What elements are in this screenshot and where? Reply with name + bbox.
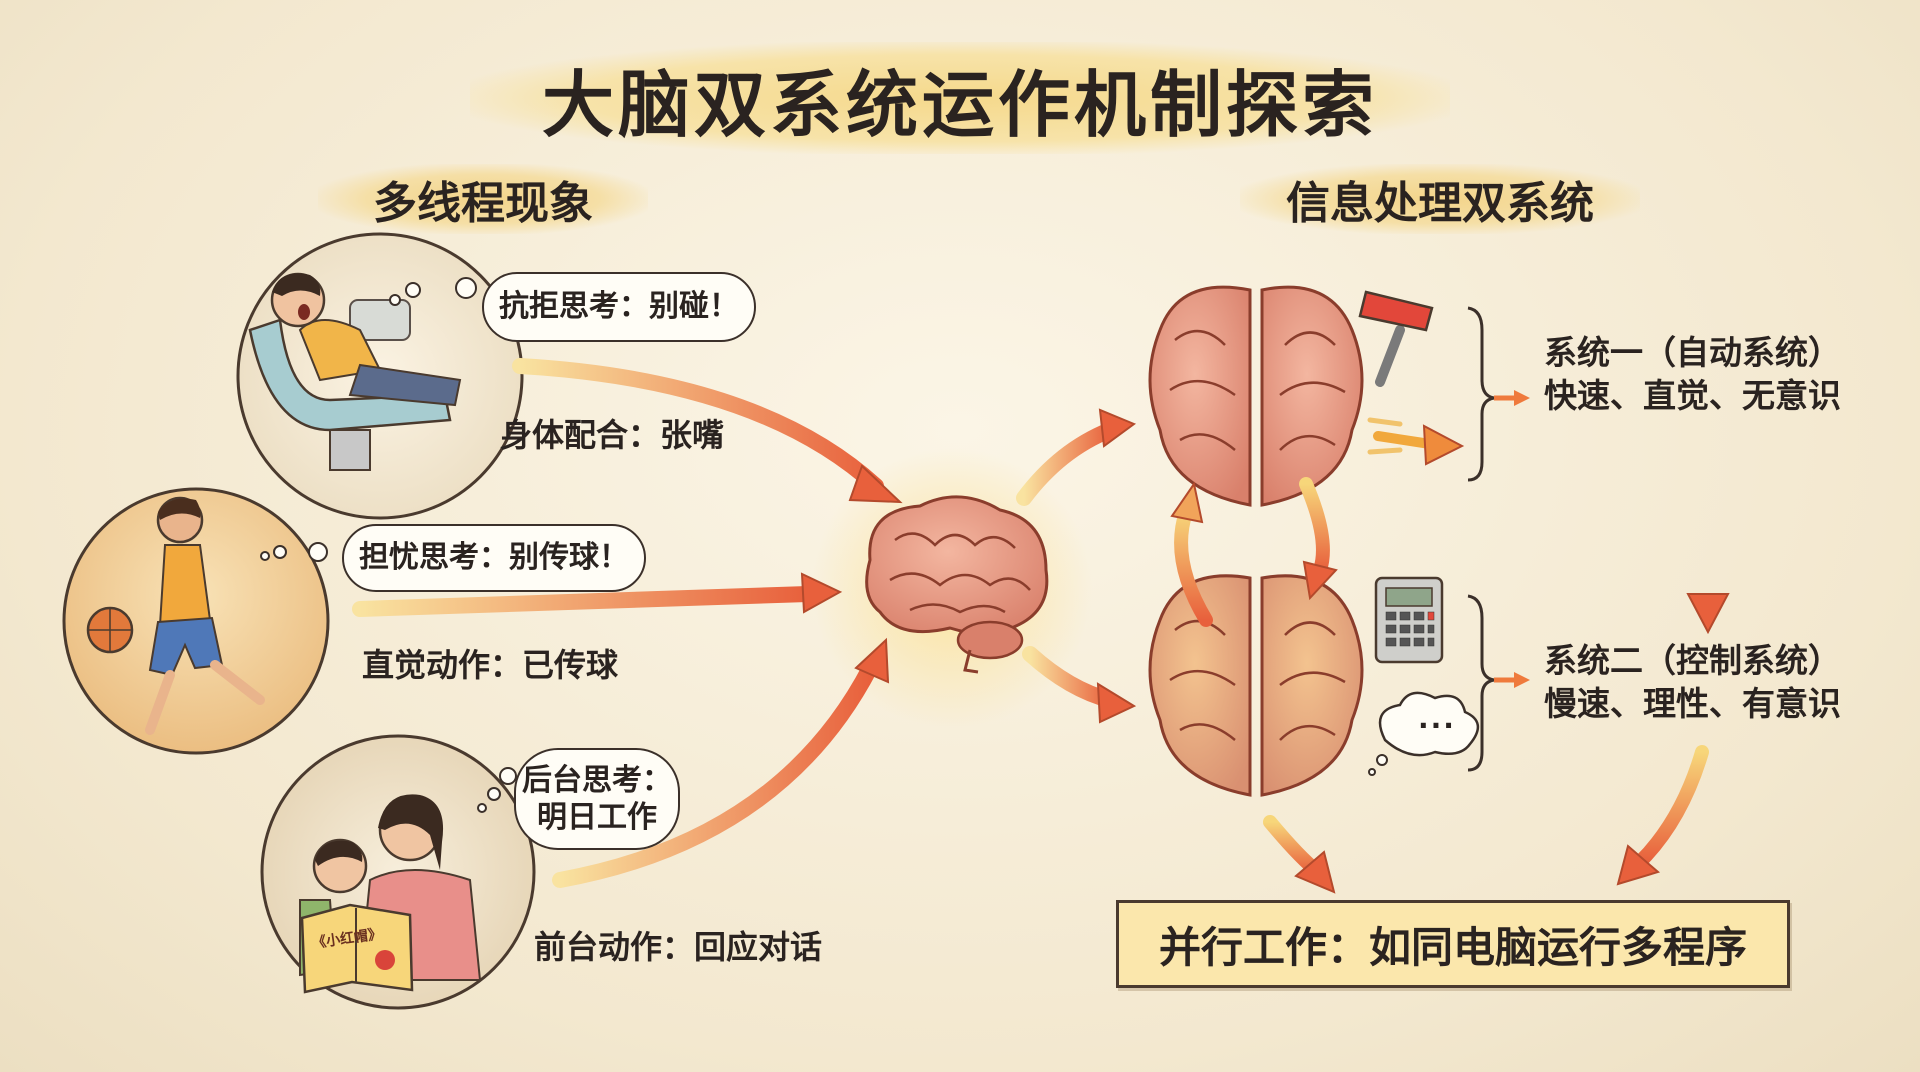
- brace-pointer-arrows: [1494, 390, 1530, 688]
- thought-bubble-dentist: 抗拒思考：别碰！: [482, 272, 756, 342]
- system-two-block: 系统二（控制系统） 慢速、理性、有意识: [1544, 640, 1841, 726]
- dentist-scene-illustration: [236, 232, 524, 520]
- reading-scene-illustration: [260, 734, 536, 1010]
- right-section-heading: 信息处理双系统: [1240, 164, 1640, 234]
- result-box: 并行工作：如同电脑运行多程序: [1116, 900, 1790, 988]
- output-arrows: [1016, 408, 1137, 724]
- calculator-icon: [1374, 576, 1444, 664]
- thought-cloud-text: ...: [1418, 702, 1456, 735]
- central-brain-illustration: [865, 495, 1049, 674]
- action-label-basketball: 直觉动作：已传球: [362, 646, 619, 684]
- system-two-traits: 慢速、理性、有意识: [1544, 683, 1841, 723]
- left-section-heading: 多线程现象: [318, 164, 648, 234]
- system-one-block: 系统一（自动系统） 快速、直觉、无意识: [1544, 332, 1841, 418]
- thought-reading-line2: 明日工作: [537, 800, 657, 835]
- thought-cloud-icon: [1368, 691, 1479, 776]
- page-title: 大脑双系统运作机制探索: [470, 42, 1450, 154]
- input-arrows: [352, 358, 903, 888]
- reflex-hammer-icon: [1358, 290, 1434, 387]
- system-two-name: 系统二（控制系统）: [1544, 641, 1841, 680]
- thought-bubble-basketball: 担忧思考：别传球！: [342, 524, 646, 592]
- thought-bubble-reading: 后台思考： 明日工作: [514, 748, 680, 850]
- thought-reading-line1: 后台思考：: [522, 762, 672, 798]
- system-one-traits: 快速、直觉、无意识: [1544, 375, 1841, 415]
- system-two-brain-illustration: [1148, 574, 1364, 797]
- basketball-scene-illustration: [62, 487, 330, 755]
- inter-brain-arrows: [1170, 477, 1338, 627]
- result-arrows: [1263, 745, 1709, 894]
- system-braces: [1467, 306, 1495, 772]
- system-one-name: 系统一（自动系统）: [1544, 333, 1841, 372]
- system-flow-arrow: [1686, 434, 1730, 635]
- action-label-reading: 前台动作：回应对话: [534, 928, 823, 966]
- thought-trail-dots: [260, 277, 517, 813]
- system-one-brain-illustration: [1148, 285, 1364, 507]
- fast-motion-arrow-icon: [1367, 417, 1465, 466]
- action-label-dentist: 身体配合：张嘴: [500, 416, 725, 454]
